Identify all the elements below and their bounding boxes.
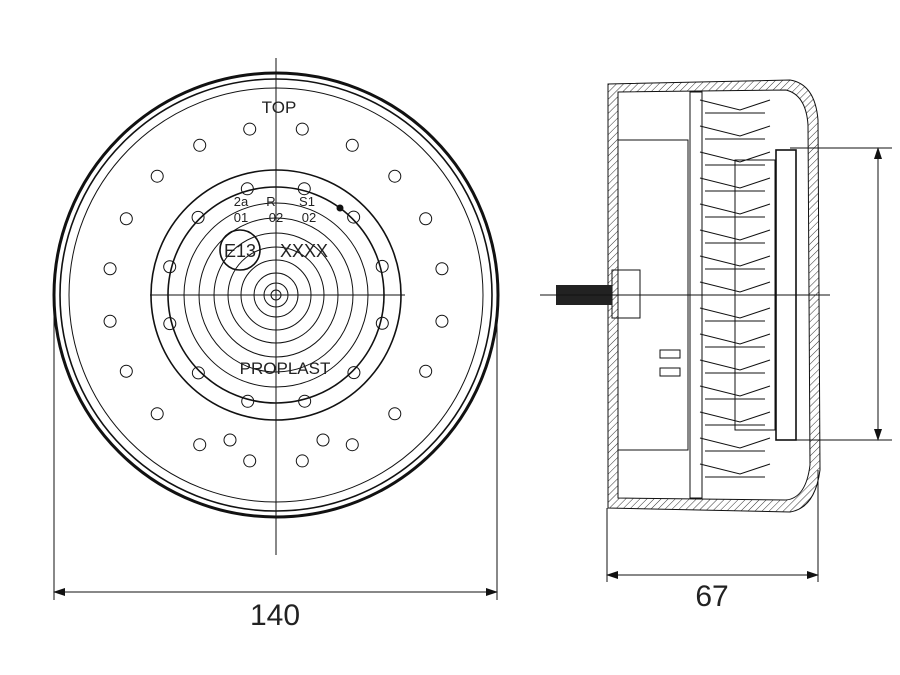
lens-dot [375,316,389,330]
lens-dot [419,364,433,378]
lens-dot [295,454,309,468]
marking-02b: 02 [302,210,316,225]
lens-dot [375,259,389,273]
lens-dot [419,212,433,226]
approval-mark: E13 [224,241,256,261]
lens-dot [345,138,359,152]
lens-dot [103,314,117,328]
lens-dot [163,317,177,331]
terminal-2 [659,367,681,377]
lens-dot [163,260,177,274]
diameter-dimension-label: 140 [250,599,300,632]
brand-text: PROPLAST [240,359,331,378]
lens-dot [243,454,257,468]
lens-dot [316,433,330,447]
approval-number: XXXX [280,241,328,261]
dimensions: 140 67 [53,147,892,632]
lens-dot [435,314,449,328]
lens-dot [191,366,205,380]
reflector-fin [699,125,771,140]
lens-dot [223,433,237,447]
lens-dot [193,438,207,452]
lens-dots [103,122,449,468]
lens-dot [150,407,164,421]
lens-dot [119,364,133,378]
front-view: TOP 2a R S1 01 02 02 E13 XXXX PROPLAST [52,58,500,555]
lens-dot [240,182,254,196]
reflector-fin [699,437,771,452]
lens-dot [345,438,359,452]
lens-dot [243,122,257,136]
marker-dot [336,204,344,212]
top-label: TOP [262,98,297,117]
lens-dot [297,182,311,196]
lens-dot [347,366,361,380]
lens-dot [388,169,402,183]
lens-dot [150,169,164,183]
marking-2a: 2a [234,194,249,209]
lens-dot [298,394,312,408]
marking-s1: S1 [299,194,315,209]
depth-dimension-label: 67 [695,580,728,613]
terminal-1 [659,349,681,359]
reflector-fin [699,463,771,478]
lens-dot [119,212,133,226]
marking-01: 01 [234,210,248,225]
lens-dot [295,122,309,136]
approval-circle [219,229,261,271]
side-view [540,79,830,513]
marking-r: R [266,194,275,209]
lens-dot [388,407,402,421]
lens-dot [347,210,361,224]
lens-dot [435,262,449,276]
lens-dot [103,262,117,276]
lens-dot [193,138,207,152]
lens-dot [191,210,205,224]
marking-02a: 02 [269,210,283,225]
reflector-fin [699,99,771,114]
lens-dot [241,394,255,408]
